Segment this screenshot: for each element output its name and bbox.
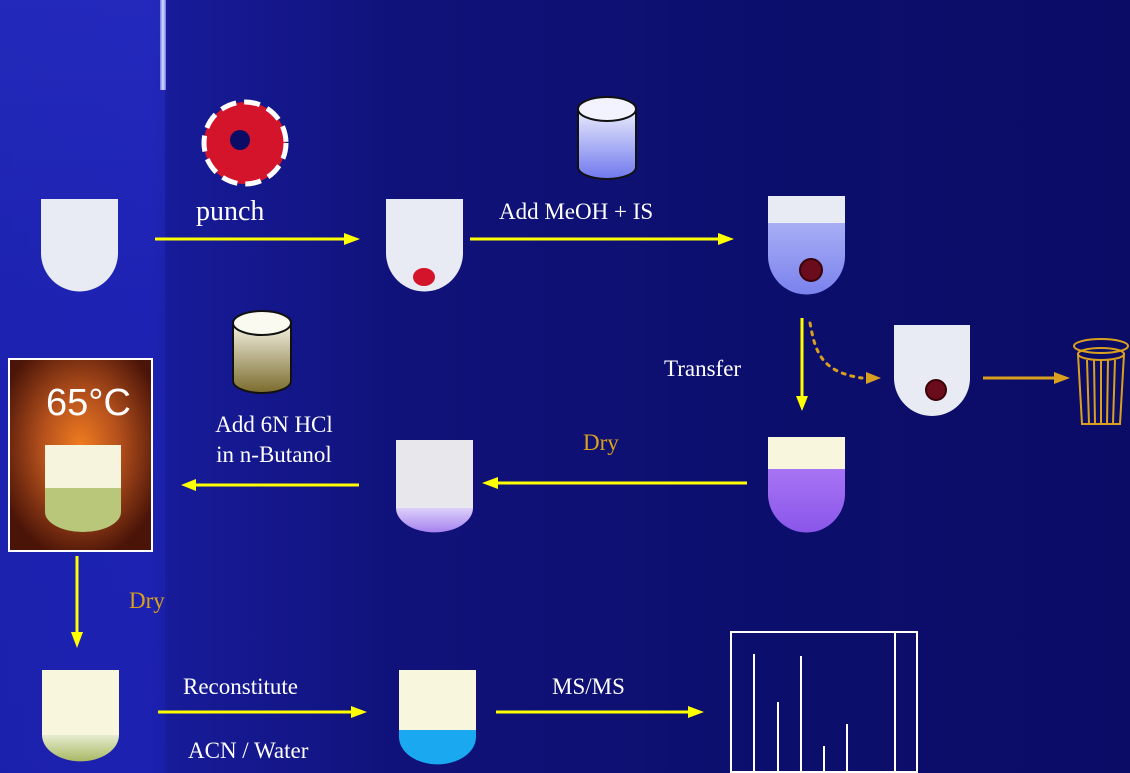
empty-vial: [41, 199, 118, 292]
header-divider-line: [160, 0, 166, 90]
arrow-reconstitute: [158, 706, 367, 718]
add-hcl-line-1: Add 6N HCl: [215, 412, 333, 437]
arrow-dry-2: [71, 556, 83, 648]
punch-disc-icon: [201, 99, 289, 187]
arrow-transfer: [796, 318, 808, 411]
dry-label-2: Dry: [129, 588, 165, 613]
solvent-label: ACN / Water: [188, 738, 309, 763]
arrow-add-meoh: [470, 233, 734, 245]
vial-dried-extract: [396, 440, 473, 533]
transfer-label: Transfer: [664, 356, 742, 381]
spectrum-icon: [730, 631, 918, 773]
punch-label: punch: [196, 196, 265, 227]
arrow-punch: [155, 233, 360, 245]
temperature-label: 65°C: [46, 382, 131, 424]
heater-icon: [8, 358, 153, 552]
vial-meoh-with-disc: [768, 196, 845, 295]
vial-with-disc: [386, 199, 463, 292]
add-hcl-line-2: in n-Butanol: [216, 442, 332, 467]
arrow-dry-1: [482, 477, 747, 489]
solvent-cylinder-icon: [577, 96, 637, 180]
vial-spent-disc: [894, 325, 970, 416]
add-meoh-label: Add MeOH + IS: [499, 199, 654, 224]
arrow-discard-disc: [808, 321, 881, 384]
reagent-cylinder-icon: [232, 310, 292, 394]
arrow-to-trash: [983, 372, 1070, 384]
vial-dried-derivative: [42, 670, 119, 762]
arrow-add-hcl: [181, 479, 359, 491]
trash-can-icon: [1073, 338, 1129, 425]
vial-extract: [768, 437, 845, 533]
vial-reconstituted: [399, 670, 476, 765]
add-hcl-label: Add 6N HCl in n-Butanol: [215, 410, 333, 470]
dry-label-1: Dry: [583, 430, 619, 455]
arrow-msms: [496, 706, 704, 718]
msms-label: MS/MS: [552, 674, 625, 699]
reconstitute-label: Reconstitute: [183, 674, 298, 699]
